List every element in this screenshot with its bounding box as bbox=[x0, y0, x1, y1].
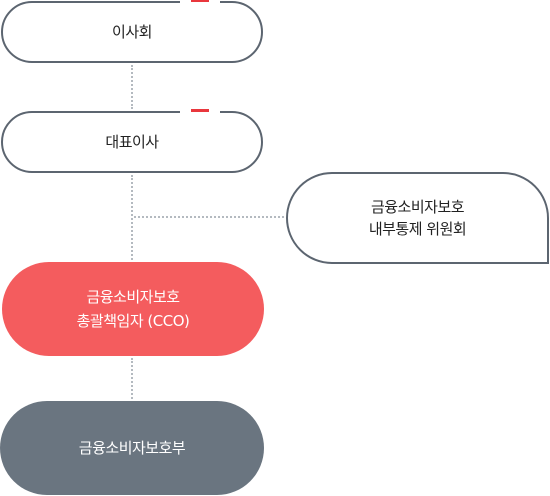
committee-label-line2: 내부통제 위원회 bbox=[368, 220, 467, 238]
cco-node: 금융소비자보호 총괄책임자 (CCO) bbox=[2, 262, 264, 356]
board-accent-mark bbox=[180, 0, 220, 3]
connector-committee bbox=[134, 216, 284, 218]
board-label: 이사회 bbox=[112, 23, 152, 41]
connector-ceo-cco bbox=[131, 175, 133, 260]
cco-label-line2: 총괄책임자 (CCO) bbox=[76, 312, 190, 330]
cco-label-line1: 금융소비자보호 bbox=[86, 288, 180, 306]
committee-node: 금융소비자보호 내부통제 위원회 bbox=[286, 172, 549, 264]
ceo-label: 대표이사 bbox=[105, 133, 159, 151]
connector-board-ceo bbox=[131, 65, 133, 109]
department-label: 금융소비자보호부 bbox=[78, 439, 186, 457]
board-node: 이사회 bbox=[1, 1, 263, 63]
department-node: 금융소비자보호부 bbox=[0, 401, 264, 495]
ceo-node: 대표이사 bbox=[1, 111, 263, 173]
connector-cco-department bbox=[131, 358, 133, 399]
ceo-accent-mark bbox=[180, 109, 220, 113]
committee-label-line1: 금융소비자보호 bbox=[370, 198, 465, 216]
